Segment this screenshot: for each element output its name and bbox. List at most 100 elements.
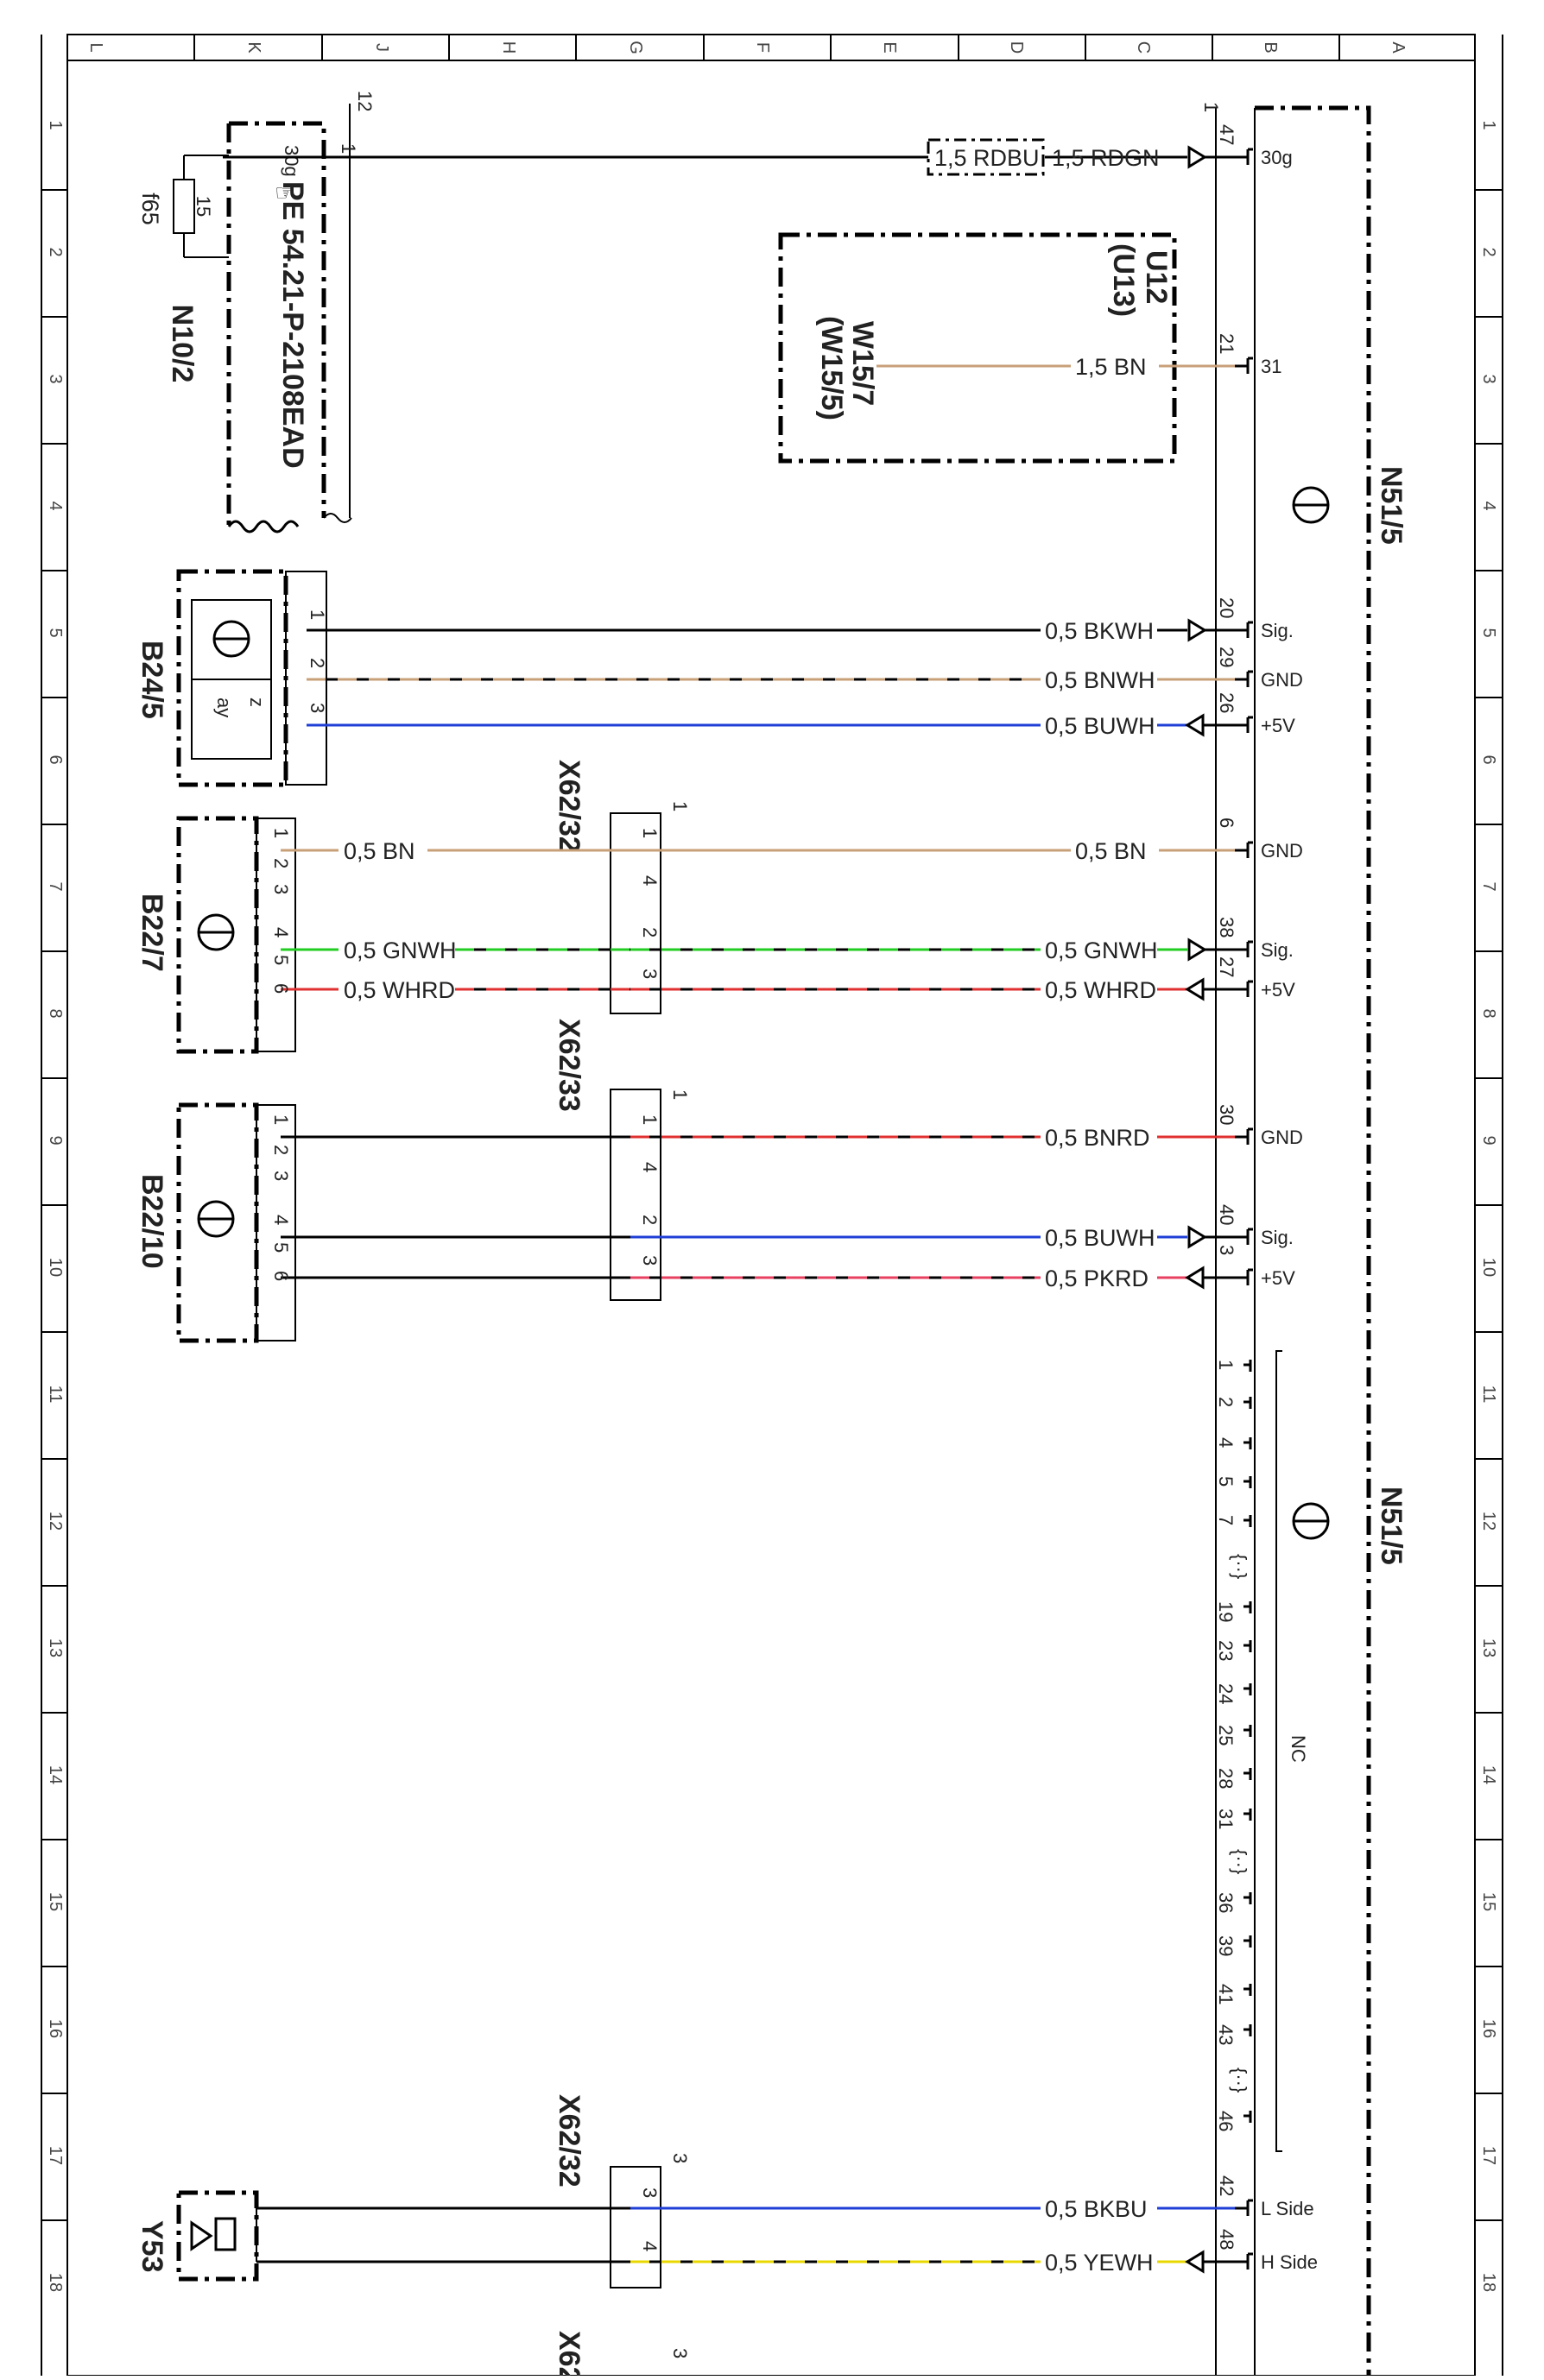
n51-5-pin-number: 6	[1216, 818, 1237, 828]
grid-row-label: 14	[46, 1765, 65, 1784]
u12-block: U12 (U13) W15/7 (W15/5)	[778, 232, 1177, 464]
nc-pin-number: 5	[1215, 1476, 1237, 1487]
x62-32-top-connector: X62/32 1	[553, 760, 691, 1014]
nc-pin-number: 41	[1215, 1984, 1237, 2004]
b22-7-connector	[256, 818, 296, 1052]
grid-row-label: 11	[46, 1386, 65, 1404]
wire-label: 0,5 YEWH	[1045, 2250, 1154, 2276]
nc-pin-terminal	[1243, 1809, 1252, 1821]
grid-row-label: 3	[1479, 374, 1498, 383]
x62-cut-ref: 3	[669, 2348, 691, 2358]
wire-label: 0,5 BN	[1075, 838, 1147, 864]
grid-column-label: A	[1389, 41, 1408, 54]
pe-reference: PE 54.21-P-2108EAD	[276, 181, 309, 469]
fuse-f65	[173, 179, 195, 234]
nc-pin-terminal	[1243, 2111, 1252, 2123]
x62-32-pin-number: 4	[639, 2241, 661, 2251]
grid-column-label: B	[1261, 41, 1280, 53]
n51-5-pin-terminal	[1235, 2252, 1253, 2270]
grid-row-label: 16	[46, 2019, 65, 2038]
wire-ref-12: 12	[354, 91, 376, 111]
b24-5-pin-number: 1	[307, 609, 328, 620]
x62-32-top-label: X62/32	[553, 760, 585, 853]
n51-5-pin-signal: Sig.	[1261, 1227, 1294, 1248]
nc-pin-terminal	[1243, 1984, 1252, 1996]
nc-bracket	[1275, 1350, 1282, 2152]
grid-row-label: 3	[46, 374, 65, 383]
grid-column-label: F	[753, 42, 772, 53]
grid-column-label: H	[499, 41, 518, 54]
wire-label: 0,5 WHRD	[1045, 977, 1156, 1003]
n51-5-pin-number: 47	[1216, 124, 1237, 145]
wire-label: 0,5 BUWH	[1045, 713, 1155, 739]
nc-pin-number: 23	[1215, 1640, 1237, 1661]
b22-10-dashed-box	[176, 1102, 259, 1343]
grid-row-label: 9	[46, 1135, 65, 1145]
x62-32-bottom-connector: X62/32 3 X62/ 3	[553, 2094, 691, 2380]
x62-33-pin-number: 3	[639, 1255, 661, 1266]
n51-5-pin-terminal	[1235, 1127, 1253, 1145]
n51-5-pin-terminal	[1235, 148, 1253, 165]
grid-row-label: 4	[46, 501, 65, 510]
nc-pin-number: 39	[1215, 1935, 1237, 1956]
nc-pin-number: 25	[1215, 1725, 1237, 1746]
nc-pin-number: 31	[1215, 1809, 1237, 1829]
w15-7-label: W15/7	[846, 321, 879, 406]
n51-5-pin-signal: +5V	[1261, 715, 1295, 736]
grid-row-label: 2	[1479, 247, 1498, 256]
x62-32-pin-number: 3	[639, 969, 661, 979]
b22-7-pin-number: 1	[270, 828, 292, 838]
b24-5-accel-cell	[191, 679, 272, 760]
pin-gap-icon: {··}	[1229, 1849, 1250, 1874]
fuse-label: f65	[137, 193, 163, 225]
arrow-out-icon	[1185, 977, 1205, 1001]
nc-pin-terminal	[1243, 1768, 1252, 1780]
grid-row-label: 15	[1479, 1892, 1498, 1911]
n51-5-pin-signal: GND	[1261, 840, 1303, 862]
nc-pin-number: 28	[1215, 1768, 1237, 1789]
x62-32-top-body	[610, 812, 661, 1014]
n51-5-pin-terminal	[1235, 357, 1253, 374]
n51-5-top-ref: 1	[1200, 102, 1222, 112]
b24-5-pin-number: 3	[307, 703, 328, 713]
n51-5-pin-number: 30	[1216, 1104, 1237, 1125]
n51-5-pin-terminal	[1235, 940, 1253, 957]
n10-2-label: N10/2	[166, 305, 199, 383]
x62-32-pin-number: 1	[639, 828, 661, 838]
x62-32-pin-number: 4	[639, 875, 661, 886]
b22-7-pin-number: 3	[270, 884, 292, 894]
n10-2-break-line	[227, 520, 300, 533]
nc-pin-terminal	[1243, 1437, 1252, 1449]
b22-7-dashed-box	[176, 816, 259, 1054]
n51-5-pin-signal: GND	[1261, 1127, 1303, 1148]
n51-5-pin-number: 26	[1216, 692, 1237, 713]
grid-column-label: C	[1134, 41, 1153, 54]
grid-row-label: 1	[46, 120, 65, 129]
grid-row-label: 10	[1479, 1258, 1498, 1277]
n51-5-pin-signal: Sig.	[1261, 620, 1294, 641]
x62-33-connector: X62/33 1	[553, 1019, 691, 1301]
arrow-in-icon	[1187, 618, 1207, 642]
grid-row-label: 2	[46, 247, 65, 256]
nc-pin-number: 7	[1215, 1515, 1237, 1525]
nc-pin-number: 4	[1215, 1437, 1237, 1448]
grid-row-label: 4	[1479, 501, 1498, 510]
grid-row-label: 16	[1479, 2019, 1498, 2038]
wire-label: 1,5 RDGN	[1052, 145, 1160, 171]
b22-7-pin-number: 4	[270, 927, 292, 937]
b22-10-pin-number: 1	[270, 1114, 292, 1125]
n51-5-pin-number: 21	[1216, 333, 1237, 354]
n51-5-label: N51/5	[1375, 466, 1408, 545]
grid-column-label: G	[626, 41, 645, 54]
grid-row-label: 9	[1479, 1135, 1498, 1145]
wire-label: 0,5 BKBU	[1045, 2196, 1148, 2222]
grid-row-label: 15	[46, 1892, 65, 1911]
b24-5-label: B24/5	[136, 641, 168, 719]
grid-row-label: 17	[46, 2146, 65, 2165]
grid-row-label: 8	[1479, 1008, 1498, 1018]
u12-label: U12	[1140, 250, 1173, 304]
n10-2-block: 15 f65 N10/2 PE 54.21-P-2108EAD ☞ 30g 1 …	[137, 91, 376, 533]
